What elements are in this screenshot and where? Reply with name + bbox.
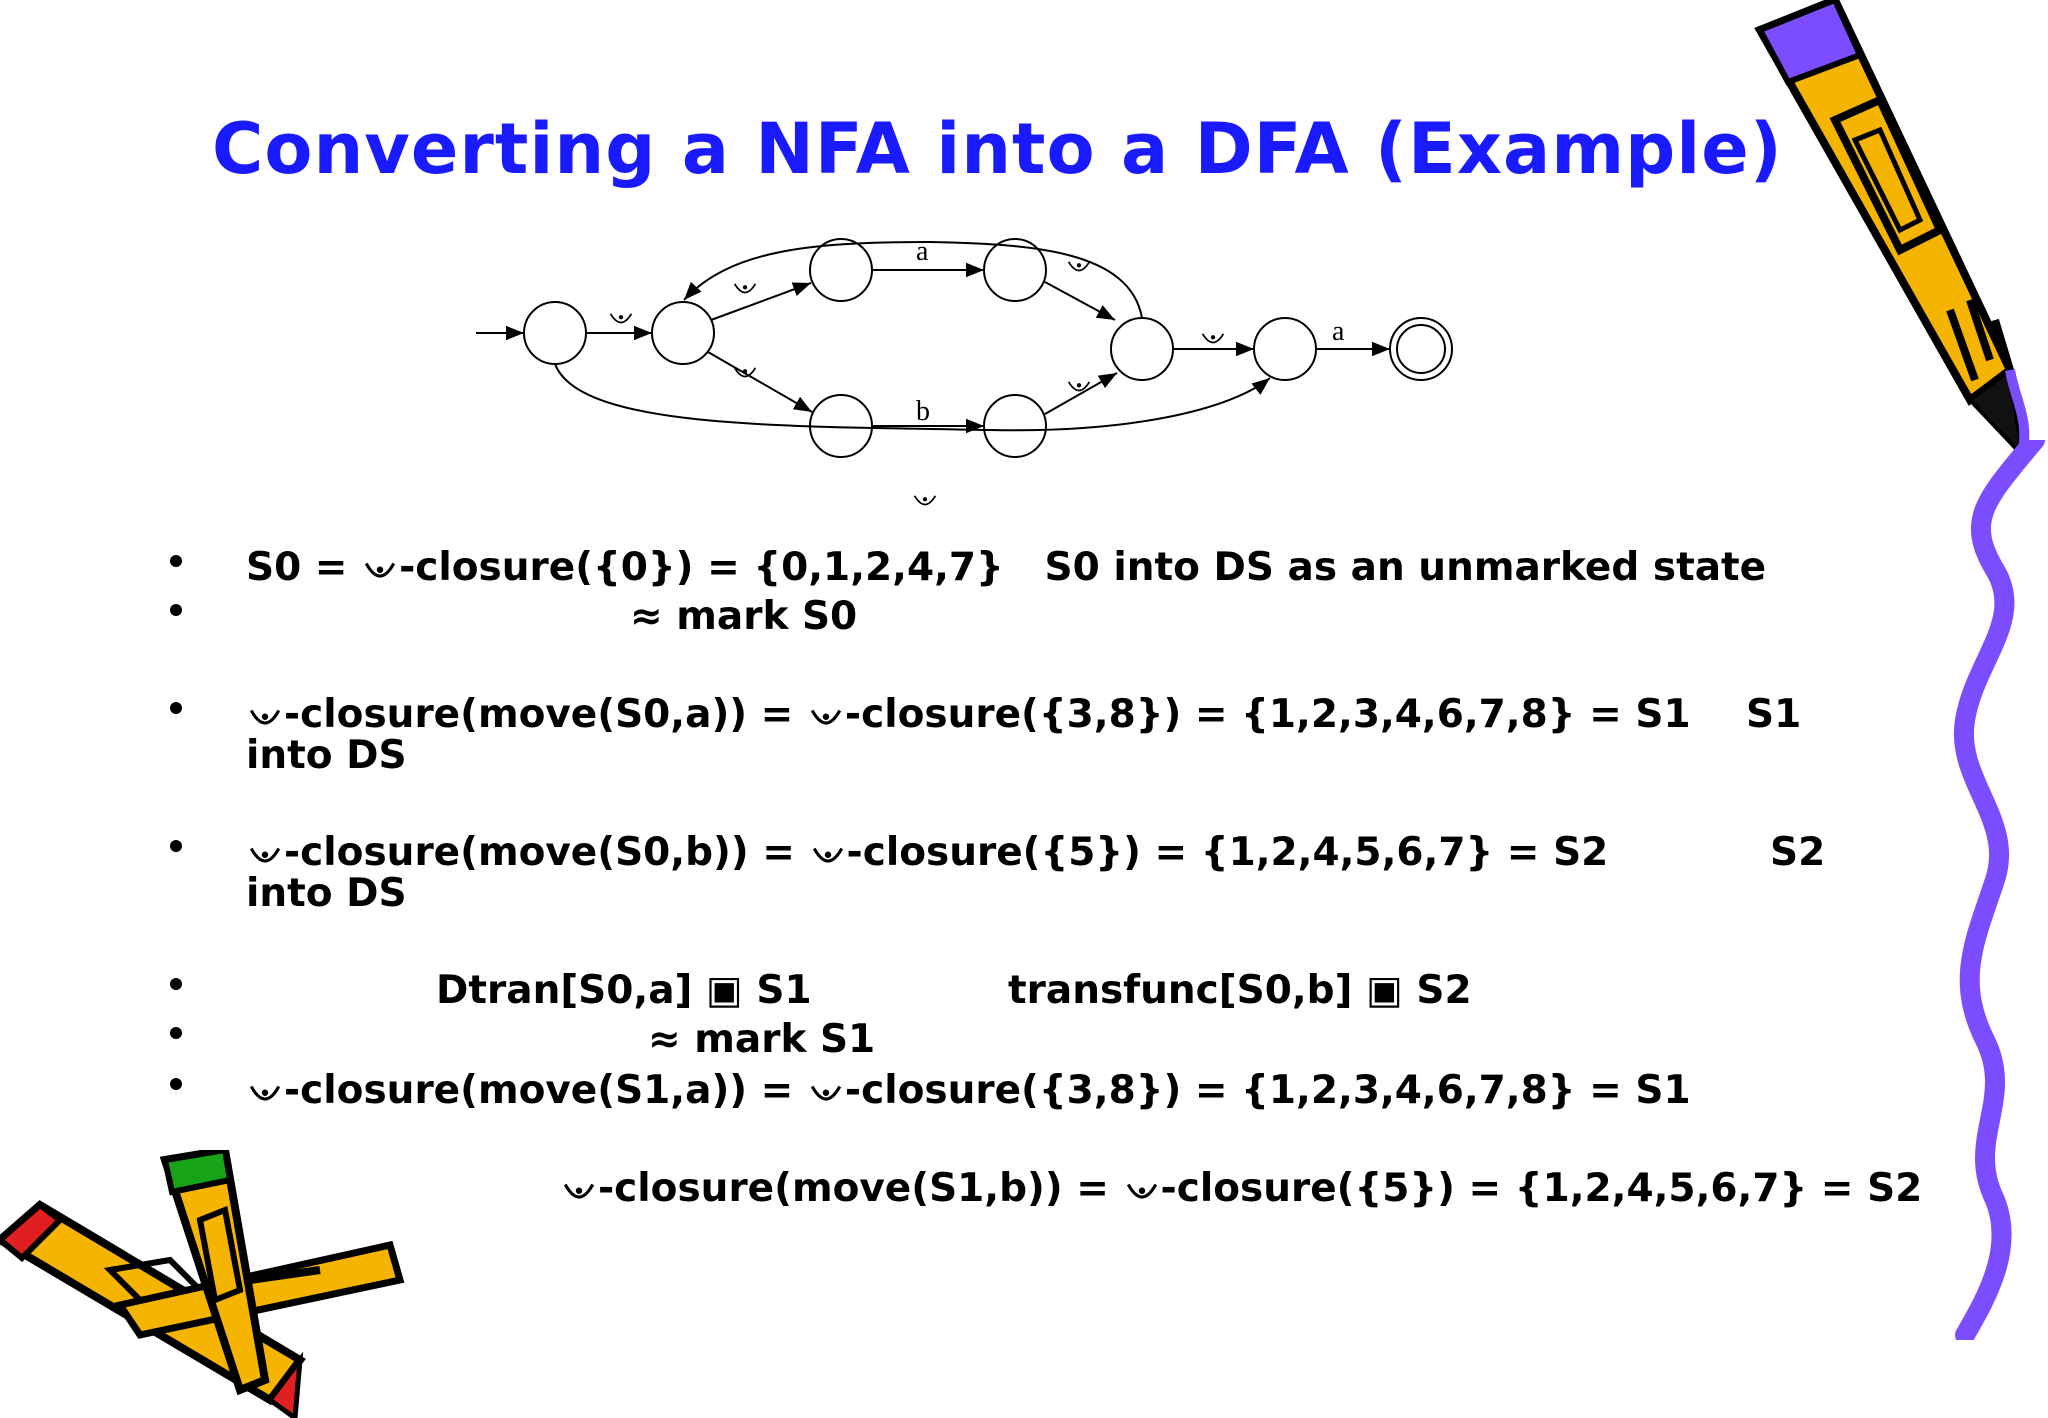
bullet-dot [170,1078,182,1090]
epsilon-symbol-icon [249,1085,281,1101]
bullet-dot [170,1027,182,1039]
nfa-diagram: a b a [476,236,1453,506]
transition-symbol-icon: ▣ [1365,968,1403,1013]
bullet-dot [170,978,182,990]
edge-1-4 [707,351,813,413]
bullet-dot [170,604,182,616]
bullet-dot [170,555,182,567]
epsilon-symbol-icon [364,562,396,578]
bullet-text: -closure({3,8}) = {1,2,3,4,6,7,8} = S1 [844,692,1691,737]
epsilon-label-0-1 [609,312,633,324]
state-7 [1253,317,1317,381]
bullet-dtran-left: Dtran[S0,a] ▣ S1 [436,968,812,1014]
bullet-text: S2 [1402,968,1472,1013]
slide-title: Converting a NFA into a DFA (Example) [212,108,1783,190]
state-8-accepting-ring [1396,324,1446,374]
crossed-pencils-clipart-bottom-left [0,1150,405,1418]
bullet-mark-s1: ≈ mark S1 [648,1017,875,1063]
pencil-clipart-top-right [1754,0,2030,461]
bullet-dot [170,702,182,714]
state-8 [1389,317,1453,381]
epsilon-symbol-icon [810,1085,842,1101]
epsilon-symbol-icon [563,1183,595,1199]
bullet-text: mark S0 [662,594,858,639]
bullet-dot [170,840,182,852]
bullet-text: -closure(move(S0,b)) = [284,830,809,875]
edge-label-b-bottom: b [916,396,930,427]
bullet-s0-closure: S0 = -closure({0}) = {0,1,2,4,7} S0 into… [246,545,1766,591]
bullet-move-s0-a-right: S1 [1746,692,1802,737]
bullet-text: Dtran[S0,a] [436,968,706,1013]
epsilon-symbol-icon [249,847,281,863]
bullet-text: -closure({3,8}) = {1,2,3,4,6,7,8} = S1 [844,1068,1691,1113]
bullet-dtran-right: transfunc[S0,b] ▣ S2 [1008,968,1472,1014]
edge-label-a-top: a [916,236,929,267]
edge-label-a-final: a [1332,316,1345,347]
bullet-text: -closure(move(S1,b)) = [598,1166,1123,1211]
epsilon-symbol-icon [249,709,281,725]
state-5 [983,394,1047,458]
bullet-text: -closure(move(S1,a)) = [284,1068,807,1113]
bullet-move-s1-a: -closure(move(S1,a)) = -closure({3,8}) =… [246,1068,1691,1114]
bullet-move-s0-b-line2: into DS [246,871,407,916]
approx-arrow-icon: ≈ [630,594,663,639]
bullet-text: transfunc[S0,b] [1008,968,1366,1013]
bullet-move-s0-a-line2: into DS [246,733,407,778]
epsilon-label-3-6 [1067,260,1091,272]
state-2 [809,238,873,302]
epsilon-label-1-2 [733,282,757,294]
bullet-text: S1 [742,968,812,1013]
transition-symbol-icon: ▣ [705,968,743,1013]
state-0 [523,301,587,365]
state-1 [651,301,715,365]
edge-1-2 [710,282,812,321]
bullet-text: -closure({0}) = {0,1,2,4,7} S0 into DS a… [399,545,1767,590]
epsilon-symbol-icon [812,847,843,863]
edge-5-6 [1044,372,1118,415]
edge-3-6 [1044,281,1116,321]
approx-arrow-icon: ≈ [648,1017,681,1062]
squiggle-clipart-right [1953,440,2045,1340]
bullet-text: mark S1 [680,1017,876,1062]
epsilon-symbol-icon [1126,1183,1157,1199]
edge-0-7-bypass [554,363,1271,432]
epsilon-symbol-icon [810,709,842,725]
bullet-move-s0-b: -closure(move(S0,b)) = -closure({5}) = {… [246,830,1608,876]
bullet-move-s0-a: -closure(move(S0,a)) = -closure({3,8}) =… [246,692,1691,738]
epsilon-label-6-7 [1201,332,1225,344]
epsilon-label-0-7 [913,494,937,506]
bullet-mark-s0: ≈ mark S0 [630,594,857,640]
epsilon-label-5-6 [1067,380,1091,392]
bullet-text: -closure({5}) = {1,2,4,5,6,7} = S2 [846,830,1609,875]
state-6 [1110,317,1174,381]
bullet-text: -closure(move(S0,a)) = [284,692,807,737]
line-move-s1-b: -closure(move(S1,b)) = -closure({5}) = {… [560,1166,1922,1212]
bullet-text: S0 = [246,545,362,590]
edge-6-1-back [683,240,1143,319]
bullet-move-s0-b-right: S2 [1770,830,1826,875]
bullet-text: -closure({5}) = {1,2,4,5,6,7} = S2 [1160,1166,1923,1211]
